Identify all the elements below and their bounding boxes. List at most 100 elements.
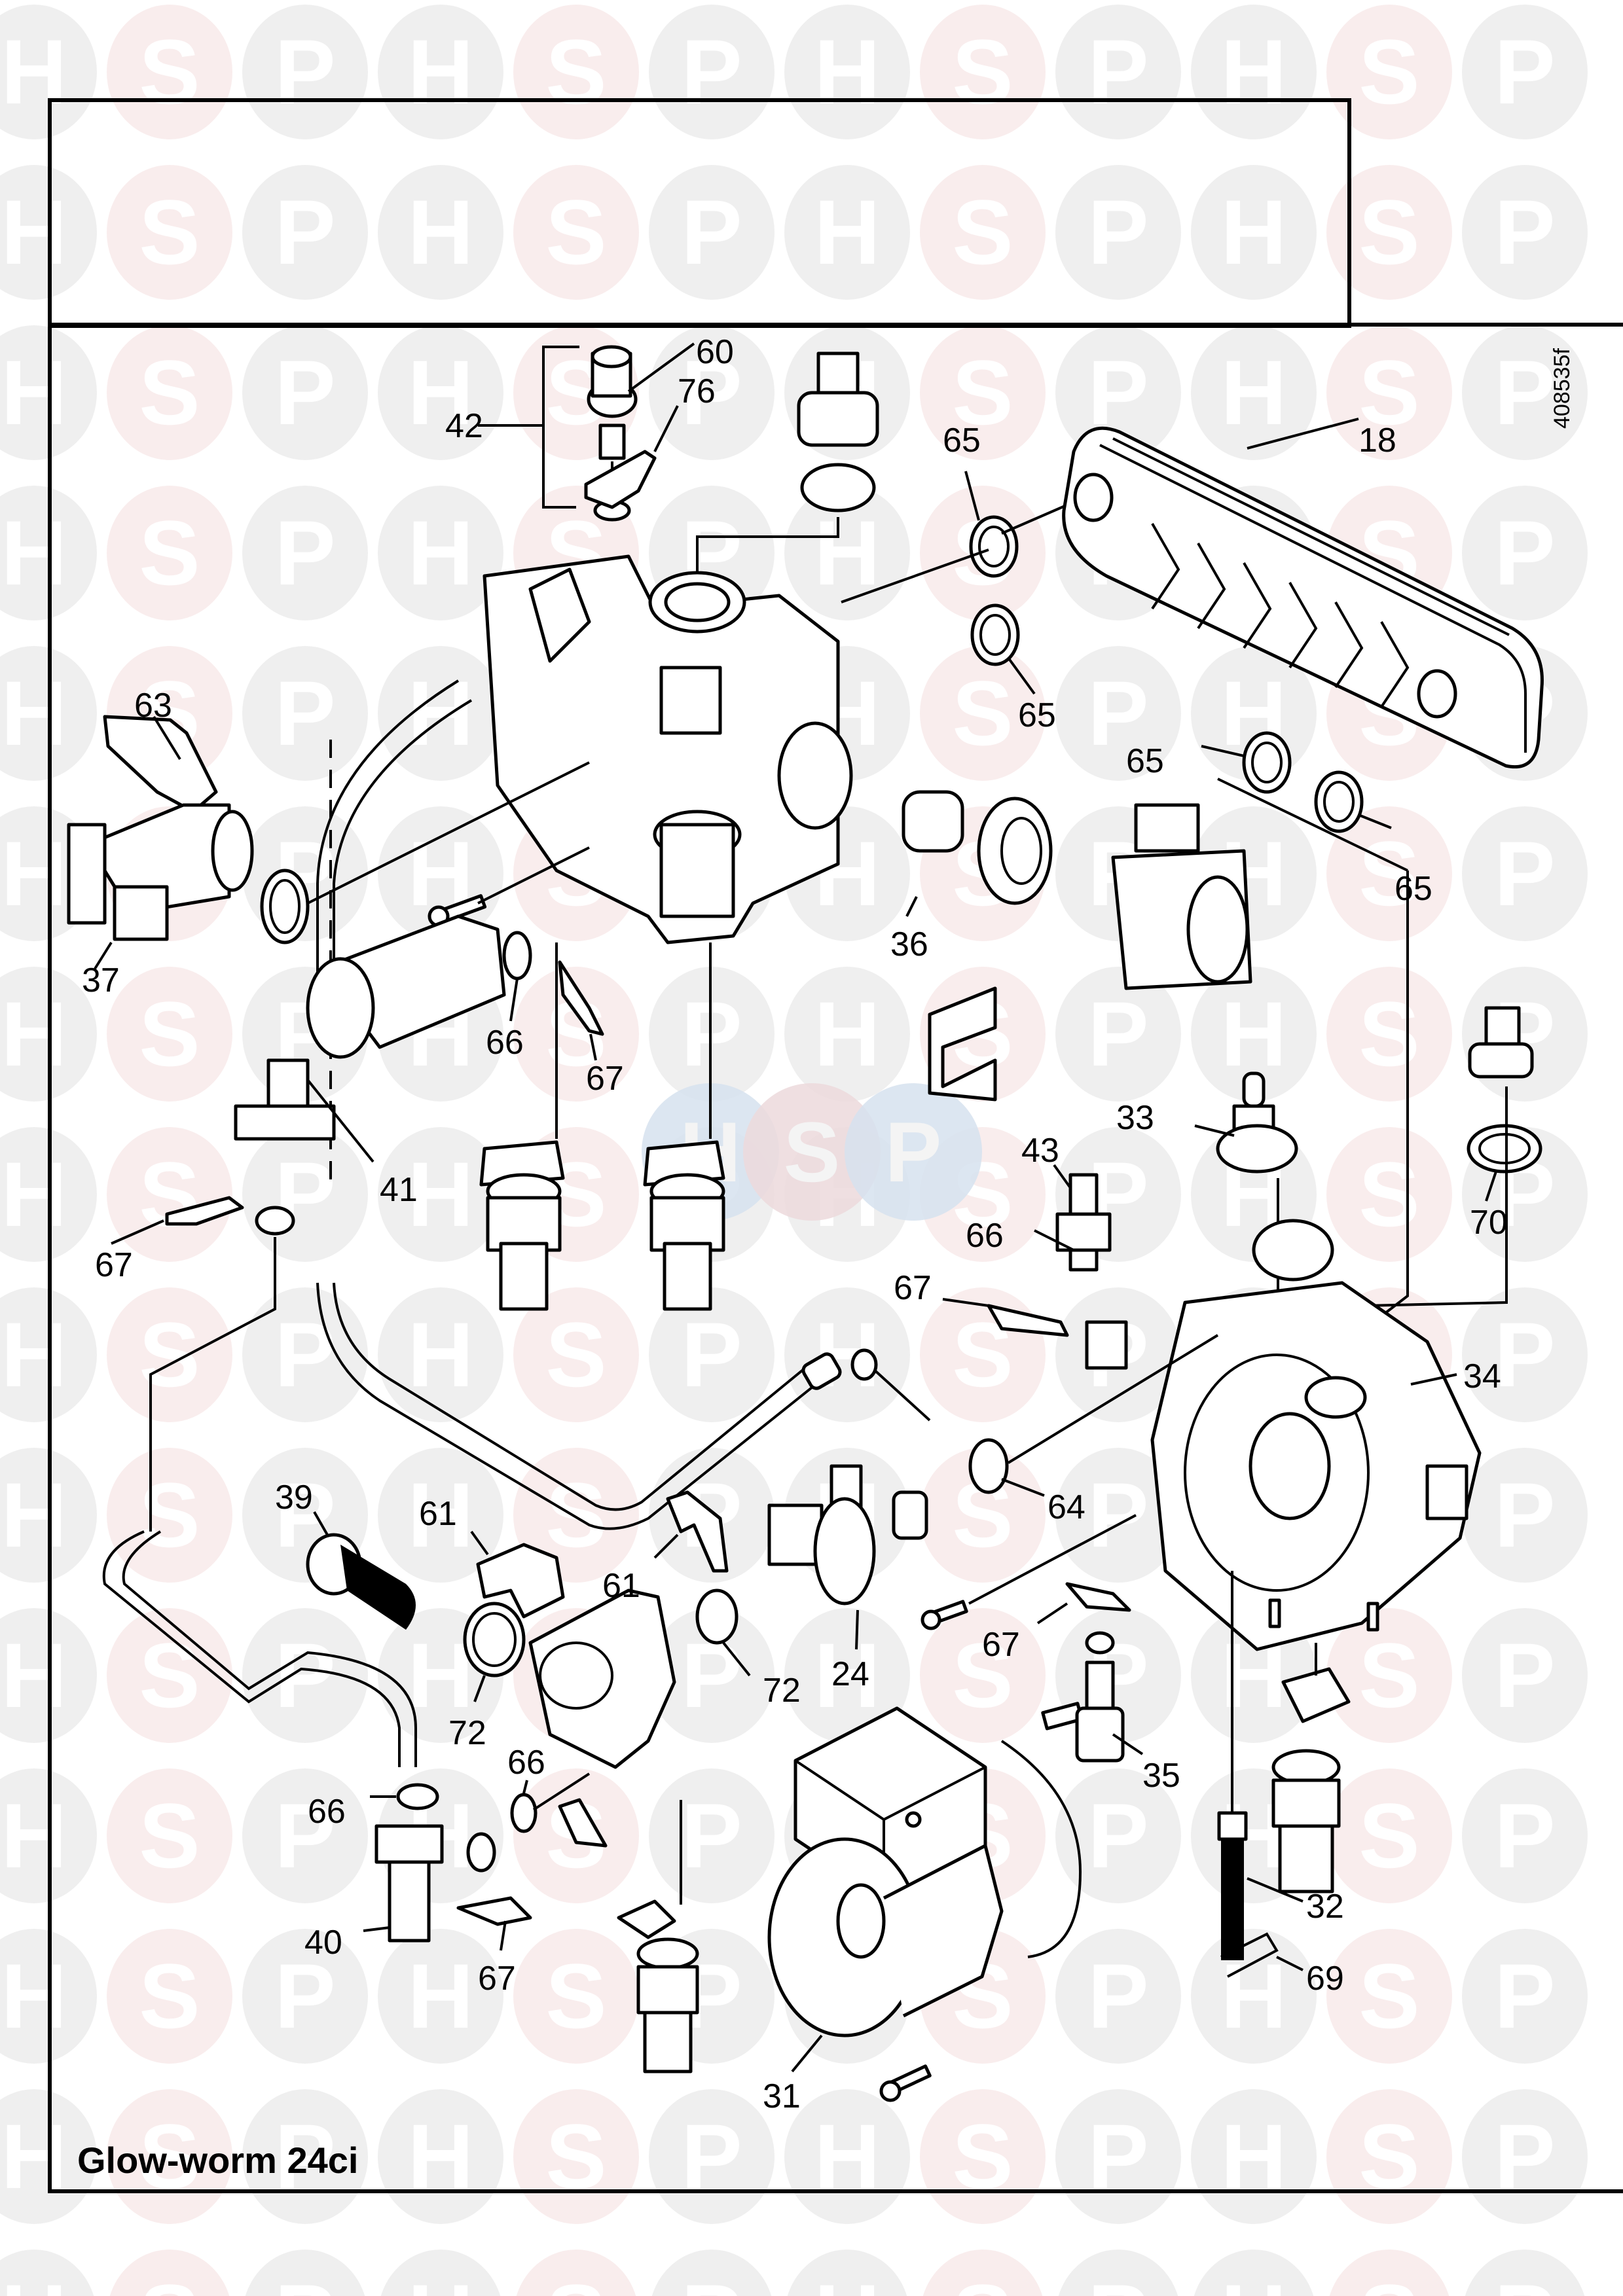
watermark-tile: S [511, 2, 642, 142]
watermark-circle [107, 2247, 232, 2296]
watermark-circle [1459, 1285, 1590, 1425]
watermark-circle [240, 1285, 371, 1425]
watermark-letter: H [814, 20, 880, 123]
watermark-tile: P [1459, 1926, 1590, 2066]
callout-67-e: 67 [478, 1960, 516, 1998]
part-61-clip-b [666, 1490, 729, 1573]
watermark-tile: S [104, 323, 235, 463]
watermark-tile: S [1324, 964, 1455, 1104]
watermark-tile: S [1324, 323, 1455, 463]
watermark-letter: H [407, 20, 473, 123]
part-fitting-center [643, 1140, 725, 1311]
callout-61-a: 61 [419, 1495, 457, 1533]
watermark-letter: S [139, 20, 200, 123]
watermark-tile: H [1191, 2247, 1317, 2296]
leader-37 [94, 941, 113, 970]
watermark-tile: P [240, 1766, 371, 1906]
watermark-letter: S [139, 1945, 200, 2047]
callout-39: 39 [275, 1479, 313, 1516]
connector-nut-a-body [841, 548, 989, 603]
watermark-tile: H [375, 162, 506, 302]
leader-66b [1034, 1229, 1074, 1251]
watermark-circle [242, 2247, 368, 2296]
watermark-letter: S [952, 20, 1013, 123]
watermark-tile: H [0, 2, 100, 142]
leader-39 [313, 1511, 329, 1535]
watermark-letter: P [1494, 1945, 1555, 2047]
watermark-tile: S [1324, 804, 1455, 944]
watermark-tile: P [1459, 1605, 1590, 1746]
watermark-tile: P [646, 1285, 777, 1425]
leader-34 [1410, 1373, 1457, 1386]
callout-65-a: 65 [943, 422, 981, 459]
watermark-letter: S [952, 662, 1013, 764]
watermark-letter: S [1359, 1143, 1419, 1246]
callout-67-d: 67 [982, 1626, 1020, 1664]
callout-36: 36 [890, 925, 928, 963]
part-33-auto-air-vent [1216, 1071, 1298, 1174]
part-upper-pipe-nut [797, 351, 879, 512]
leader-31 [791, 2034, 823, 2073]
watermark-letter: S [1359, 341, 1419, 444]
watermark-tile: P [1462, 2247, 1588, 2296]
leader-61b [653, 1534, 679, 1559]
watermark-letter: S [139, 2265, 200, 2296]
part-diverter-actuator [1111, 803, 1252, 990]
watermark-tile: H [375, 1605, 506, 1746]
watermark-tile: P [1053, 643, 1184, 783]
callout-65-d: 65 [1395, 870, 1432, 908]
watermark-circle [0, 2, 100, 142]
watermark-letter: H [1, 181, 67, 283]
watermark-tile: H [375, 1445, 506, 1585]
connector-66d [532, 1772, 591, 1811]
watermark-tile: H [375, 483, 506, 623]
watermark-circle [1053, 1766, 1184, 1906]
part-60-cap [587, 345, 638, 418]
connector-screw-pump [968, 1514, 1137, 1605]
callout-24: 24 [831, 1655, 869, 1693]
watermark-circle [240, 1766, 371, 1906]
watermark-tile: S [104, 162, 235, 302]
part-67-clip-e [456, 1896, 532, 1926]
watermark-letter: H [407, 1143, 473, 1246]
watermark-tile: P [1459, 1445, 1590, 1585]
watermark-tile: H [1188, 2, 1319, 142]
watermark-letter: P [274, 662, 335, 764]
part-clip-lower [558, 1798, 676, 1939]
watermark-circle [1324, 2, 1455, 142]
connector-line-upper [696, 517, 839, 589]
watermark-letter: P [1494, 822, 1555, 925]
watermark-tile: S [511, 1926, 642, 2066]
watermark-letter: S [952, 2265, 1013, 2296]
watermark-tile: P [240, 643, 371, 783]
part-oring-66a [502, 931, 532, 980]
part-screw-bottom [879, 2064, 932, 2102]
watermark-letter: P [1494, 20, 1555, 123]
watermark-letter: S [139, 982, 200, 1085]
watermark-circle [1459, 804, 1590, 944]
watermark-letter: P [1494, 1303, 1555, 1406]
watermark-tile: P [240, 1605, 371, 1746]
watermark-tile: H [0, 643, 100, 783]
watermark-tile: S [511, 162, 642, 302]
watermark-tile: S [104, 964, 235, 1104]
leader-63 [153, 715, 181, 761]
watermark-circle [378, 2247, 503, 2296]
watermark-tile: P [1459, 323, 1590, 463]
watermark-tile: H [782, 964, 913, 1104]
callout-63: 63 [134, 687, 172, 725]
callout-72-a: 72 [448, 1714, 486, 1752]
watermark-circle [1324, 964, 1455, 1104]
watermark-circle [917, 964, 1048, 1104]
part-diverter-valve-body [483, 554, 853, 944]
watermark-tile: S [1324, 162, 1455, 302]
watermark-circle [649, 2247, 775, 2296]
watermark-circle [104, 1926, 235, 2066]
watermark-tile: P [1055, 2247, 1181, 2296]
bracket-42 [542, 346, 579, 509]
part-37-pressure-relief-valve [67, 803, 254, 941]
watermark-letter: P [1087, 1463, 1148, 1566]
callout-37: 37 [82, 961, 120, 999]
watermark-circle [1324, 1124, 1455, 1265]
watermark-tile: P [1053, 1445, 1184, 1585]
